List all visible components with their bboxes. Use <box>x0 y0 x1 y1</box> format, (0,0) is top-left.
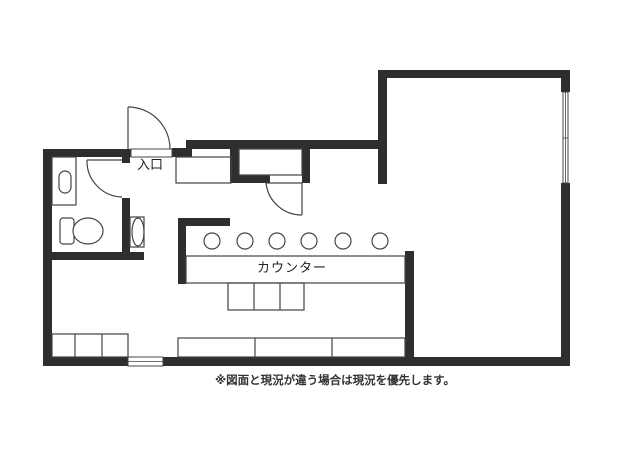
sink <box>58 170 72 194</box>
inner-door <box>265 182 303 216</box>
entrance-label: 入口 <box>137 158 164 173</box>
hand-basin <box>131 217 145 247</box>
storage-box <box>175 156 232 184</box>
entrance-door <box>127 106 173 158</box>
disclaimer-note: ※図面と現況が違う場合は現況を優先します。 <box>215 373 456 387</box>
shelf-bottom <box>177 337 406 358</box>
toilet-door <box>86 159 123 198</box>
counter <box>185 255 406 311</box>
storage-cabinet <box>238 148 303 176</box>
toilet-bowl <box>59 217 104 245</box>
shelf-left <box>51 333 129 358</box>
window-right <box>562 91 569 184</box>
toilet-room <box>51 156 145 248</box>
counter-stools <box>203 232 389 250</box>
counter-label: カウンター <box>257 261 328 276</box>
walls <box>43 70 570 366</box>
window-bottom <box>127 356 164 367</box>
